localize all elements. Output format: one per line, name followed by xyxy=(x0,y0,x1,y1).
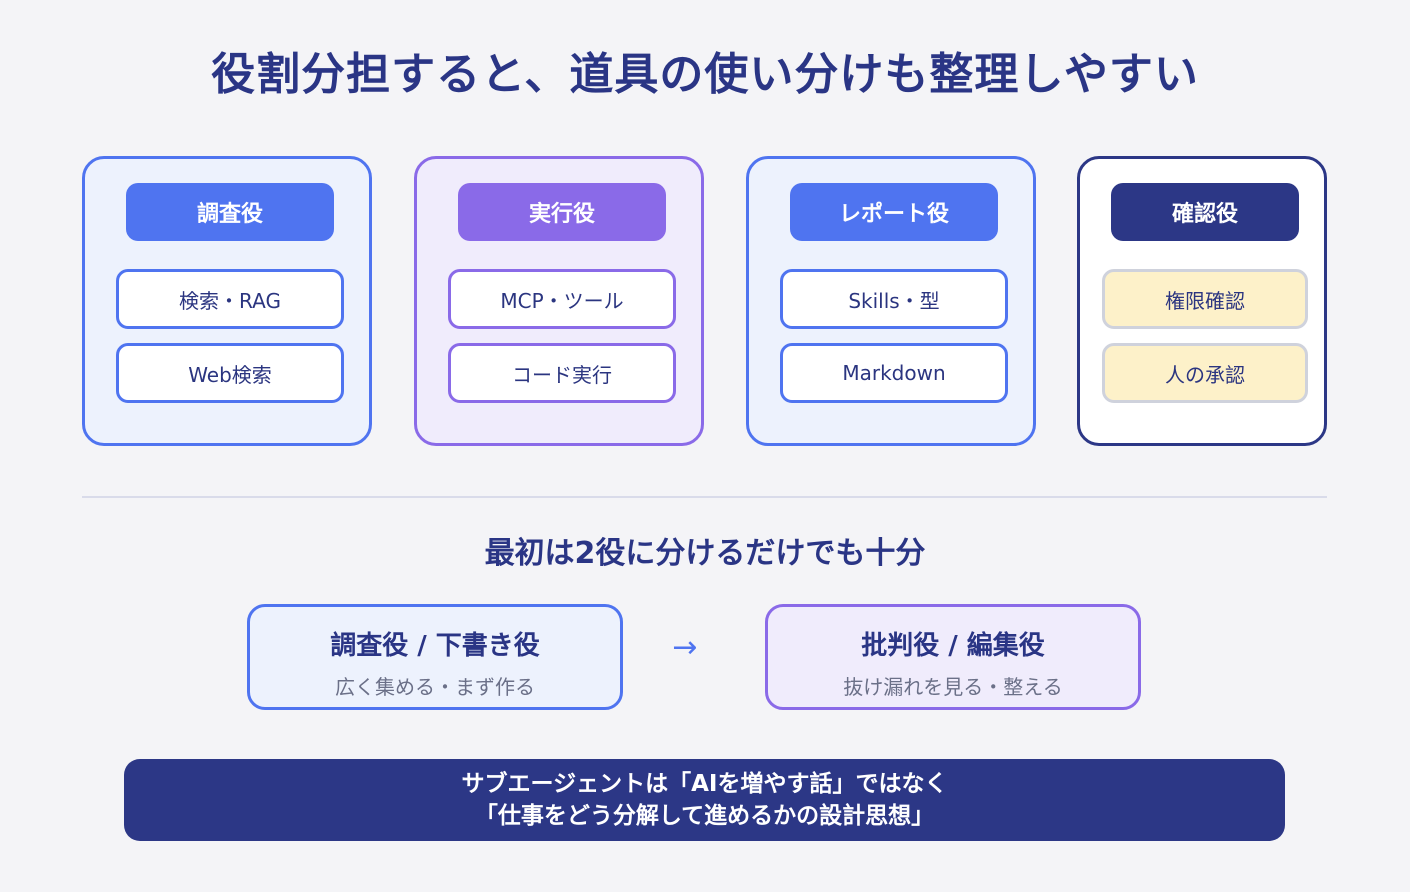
banner-line-1: サブエージェントは「AIを増やす話」ではなく xyxy=(461,771,948,797)
step-card-review: 批判役 / 編集役 抜け漏れを見る・整える xyxy=(765,604,1141,710)
section-divider xyxy=(82,496,1327,498)
step-card-draft: 調査役 / 下書き役 広く集める・まず作る xyxy=(247,604,623,710)
role-header-execution: 実行役 xyxy=(458,183,666,241)
role-header-review: 確認役 xyxy=(1111,183,1299,241)
tool-chip-permission-check: 権限確認 xyxy=(1102,269,1308,329)
role-card-research: 調査役 検索・RAG Web検索 xyxy=(82,156,372,446)
summary-banner: サブエージェントは「AIを増やす話」ではなく 「仕事をどう分解して進めるかの設計… xyxy=(124,759,1285,841)
role-card-execution: 実行役 MCP・ツール コード実行 xyxy=(414,156,704,446)
role-header-research: 調査役 xyxy=(126,183,334,241)
tool-chip-mcp-tools: MCP・ツール xyxy=(448,269,676,329)
arrow-right-icon: → xyxy=(672,630,698,665)
step-desc-review: 抜け漏れを見る・整える xyxy=(843,675,1063,699)
role-card-report: レポート役 Skills・型 Markdown xyxy=(746,156,1036,446)
step-title-review: 批判役 / 編集役 xyxy=(861,631,1045,661)
role-header-report: レポート役 xyxy=(790,183,998,241)
role-card-review: 確認役 権限確認 人の承認 xyxy=(1077,156,1327,446)
tool-chip-human-approval: 人の承認 xyxy=(1102,343,1308,403)
section-subtitle: 最初は2役に分けるだけでも十分 xyxy=(484,536,926,571)
step-desc-draft: 広く集める・まず作る xyxy=(335,675,535,699)
banner-line-2: 「仕事をどう分解して進めるかの設計思想」 xyxy=(474,803,935,829)
tool-chip-skills: Skills・型 xyxy=(780,269,1008,329)
tool-chip-markdown: Markdown xyxy=(780,343,1008,403)
tool-chip-web-search: Web検索 xyxy=(116,343,344,403)
step-title-draft: 調査役 / 下書き役 xyxy=(330,631,540,661)
page-title: 役割分担すると、道具の使い分けも整理しやすい xyxy=(211,49,1199,100)
tool-chip-search-rag: 検索・RAG xyxy=(116,269,344,329)
tool-chip-code-exec: コード実行 xyxy=(448,343,676,403)
